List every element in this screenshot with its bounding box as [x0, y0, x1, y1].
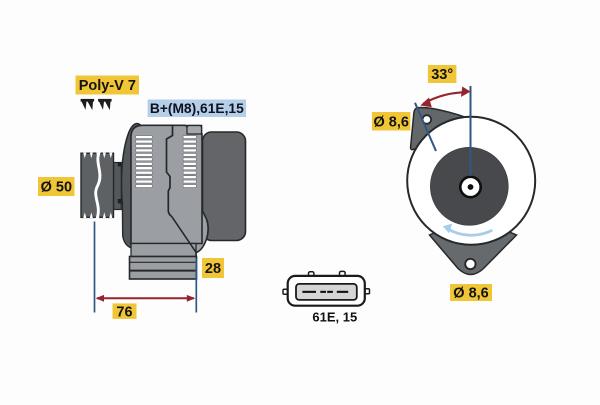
- svg-text:61E, 15: 61E, 15: [312, 310, 357, 325]
- svg-text:Ø 8,6: Ø 8,6: [453, 286, 488, 302]
- svg-text:33°: 33°: [431, 67, 453, 83]
- svg-text:Ø 8,6: Ø 8,6: [373, 114, 408, 130]
- svg-text:B+(M8),61E,15: B+(M8),61E,15: [150, 101, 244, 116]
- svg-text:Ø 50: Ø 50: [41, 180, 72, 196]
- svg-text:Poly-V 7: Poly-V 7: [79, 78, 136, 94]
- svg-text:76: 76: [116, 304, 132, 320]
- svg-text:28: 28: [205, 261, 221, 277]
